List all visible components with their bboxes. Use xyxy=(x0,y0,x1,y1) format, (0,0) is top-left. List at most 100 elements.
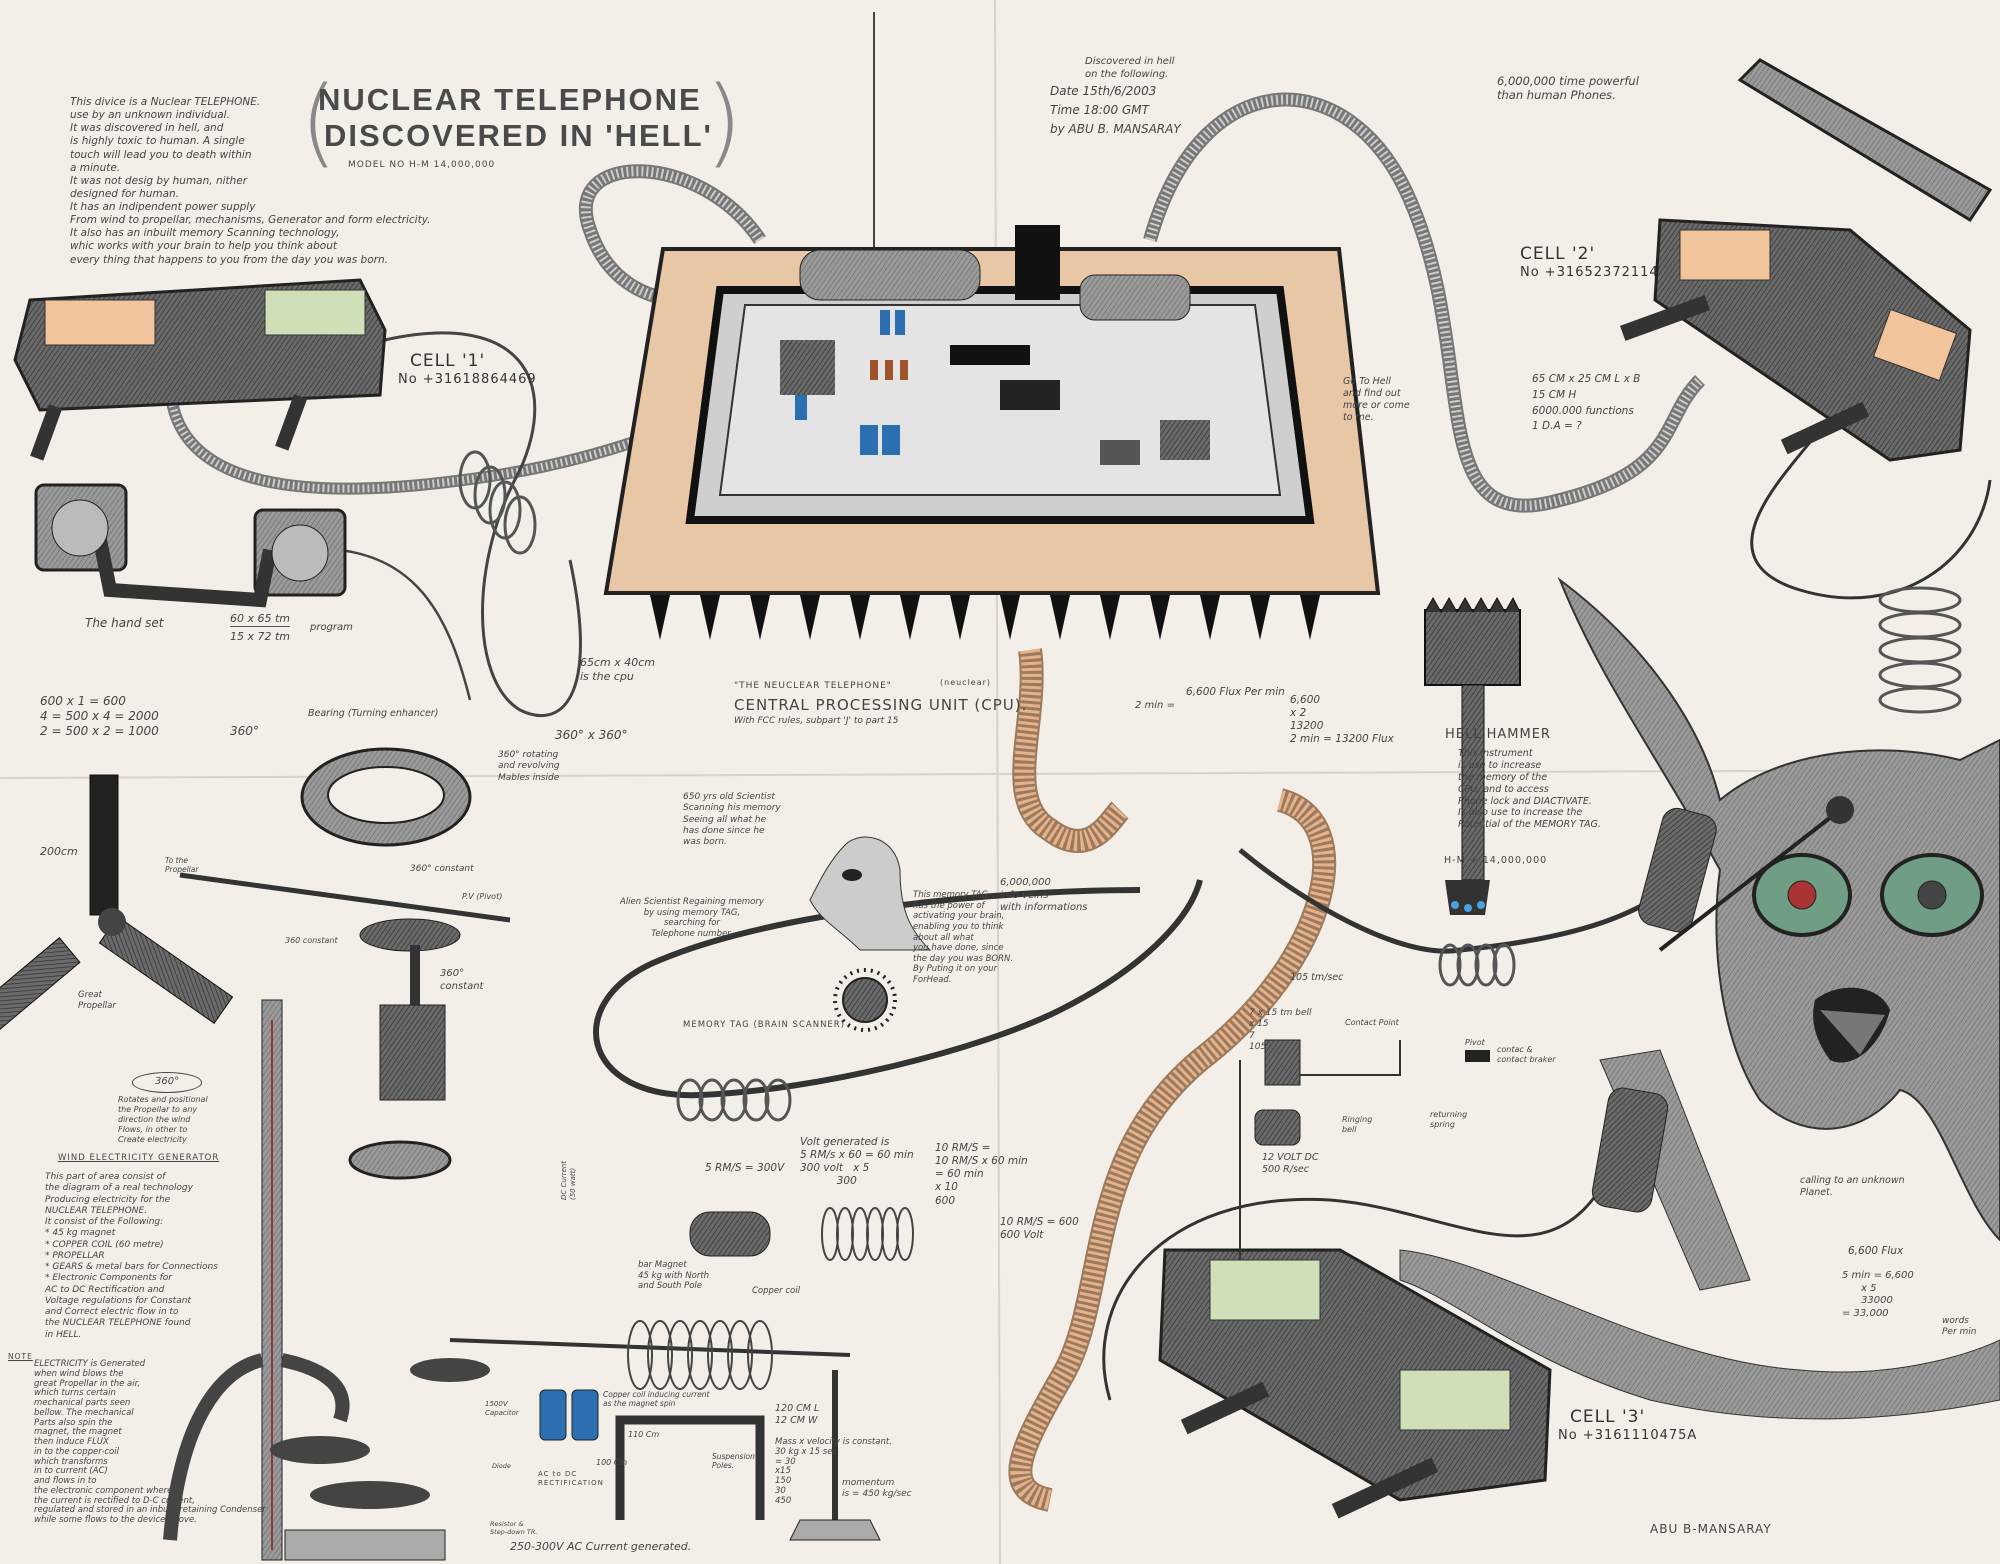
bar-magnet-label: bar Magnet 45 kg with North and South Po… xyxy=(638,1260,710,1292)
scientist-age: 650 yrs old Scientist Scanning his memor… xyxy=(683,792,781,847)
diode-label: Diode xyxy=(492,1462,511,1470)
returning-spring-label: returning spring xyxy=(1430,1110,1468,1129)
title-paren-left: ( xyxy=(300,66,338,178)
to-propellar-label: To the Propellar xyxy=(165,856,199,875)
volts-ten-result: 10 RM/S = 600 600 Volt xyxy=(1000,1216,1079,1242)
alien-figure xyxy=(1399,577,2000,1420)
title-line-1: NUCLEAR TELEPHONE xyxy=(318,82,702,117)
oval-angle: 360° xyxy=(132,1072,203,1093)
cell-1-phone xyxy=(13,278,387,461)
discovery-time: Time 18:00 GMT xyxy=(1050,103,1149,117)
handset xyxy=(34,483,347,608)
momentum-calc: Mass x velocity is constant. 30 kg x 15 … xyxy=(775,1437,892,1506)
bell-rate: 105 tm/sec xyxy=(1290,972,1344,983)
memory-tag xyxy=(833,968,897,1032)
bell-calc: 7 x 15 tm bell x 15 7 105 xyxy=(1249,1008,1312,1052)
constant-label-1: 360° constant xyxy=(410,864,474,874)
program-top: 60 x 65 tm xyxy=(230,612,291,627)
cell-1-name: CELL '1' xyxy=(410,351,486,371)
bearing-angle-2: 360° x 360° xyxy=(555,728,628,742)
bearing-label: Bearing (Turning enhancer) xyxy=(308,708,439,719)
constant-label-3: 360 constant xyxy=(285,936,338,945)
volts-ten: 10 RM/S = 10 RM/S x 60 min = 60 min x 10… xyxy=(935,1142,1028,1207)
words-calc: 5 min = 6,600 x 5 33000 = 33,000 xyxy=(1842,1270,1914,1319)
power-note: 6,000,000 time powerful than human Phone… xyxy=(1497,74,1639,103)
scientist-head xyxy=(809,836,932,951)
ac-current-label: 250-300V AC Current generated. xyxy=(510,1540,692,1553)
cell-3-phone xyxy=(1158,1248,1552,1519)
wind-generator xyxy=(0,747,851,1561)
volts-five: 5 RM/S = 300V xyxy=(705,1162,785,1174)
suspension-poles: Suspension Poles. xyxy=(712,1452,755,1471)
pivot-label: P.V (Pivot) xyxy=(462,892,503,901)
cpu-rules: With FCC rules, subpart 'J' to part 15 xyxy=(734,716,899,726)
cell-3-number: No +3161110475A xyxy=(1558,1428,1698,1444)
motor-label: 12 VOLT DC 500 R/sec xyxy=(1262,1152,1319,1175)
flux-two-min: 2 min = xyxy=(1135,700,1175,711)
go-to-hell-note: Go To Hell and find out more or come to … xyxy=(1343,376,1410,423)
contact-point-label: Contact Point xyxy=(1345,1018,1399,1027)
memory-tag-desc: This memory TAG has the power of activat… xyxy=(913,890,1014,985)
copper-coil-label: Copper coil xyxy=(752,1286,800,1296)
bell-pivot-label: Pivot xyxy=(1465,1038,1485,1047)
title-paren-right: ) xyxy=(705,66,743,178)
ringing-bell-label: Ringing bell xyxy=(1342,1115,1373,1134)
words-flux: 6,600 Flux xyxy=(1848,1245,1904,1257)
momentum-result: momentum is = 450 kg/sec xyxy=(842,1478,912,1500)
volts-generated: Volt generated is 5 RM/s x 60 = 60 min 3… xyxy=(800,1136,914,1188)
program-bottom: 15 x 72 tm xyxy=(230,630,291,643)
discovery-date: Date 15th/6/2003 xyxy=(1050,84,1157,98)
discovery-heading: Discovered in hell on the following. xyxy=(1085,56,1175,80)
frame-height: 100 Cm xyxy=(596,1458,628,1467)
calc-left: 600 x 1 = 600 4 = 500 x 4 = 2000 2 = 500… xyxy=(40,694,159,738)
cell-3-name: CELL '3' xyxy=(1570,1407,1646,1427)
capacitor-label: 1500V Capacitor xyxy=(485,1400,519,1417)
cell-2-phone xyxy=(1619,58,1993,462)
alien-scientist-note: Alien Scientist Regaining memory by usin… xyxy=(620,897,764,939)
program-word: program xyxy=(310,622,353,633)
contact-breaker-label: contac & contact braker xyxy=(1497,1045,1556,1064)
cpu-note: (neuclear) xyxy=(940,678,992,687)
great-propellar-label: Great Propellar xyxy=(78,990,116,1011)
blade-length: 200cm xyxy=(40,845,78,858)
resistor-label: Resistor & Step-down TR. xyxy=(490,1520,538,1537)
frame-width: 110 Cm xyxy=(628,1430,660,1439)
artist-signature: ABU B-MANSARAY xyxy=(1650,1522,1772,1536)
bearing-rotating: 360° rotating and revolving Mables insid… xyxy=(498,750,560,783)
hell-hammer-title: HELL HAMMER xyxy=(1445,727,1551,742)
discovery-by: by ABU B. MANSARAY xyxy=(1050,122,1181,136)
cell-2-label: CELL '2' No +31652372114 xyxy=(1520,243,1659,282)
wind-note: ELECTRICITY is Generated when wind blows… xyxy=(34,1359,266,1526)
dc-current-note: DC Current (50 watt) xyxy=(560,1160,577,1200)
coil-springs xyxy=(458,450,1962,1122)
title-line-2: DISCOVERED IN 'HELL' xyxy=(324,117,713,153)
cell-3-label: CELL '3' No +3161110475A xyxy=(1558,1406,1697,1445)
rotates-note: Rotates and positional the Propellar to … xyxy=(118,1095,208,1144)
rectification-label: AC to DC RECTIFICATION xyxy=(538,1470,604,1487)
flux-rate: 6,600 Flux Per min xyxy=(1186,686,1285,698)
cpu-size: 65cm x 40cm is the cpu xyxy=(580,656,656,683)
cell-1-number: No +31618864469 xyxy=(398,372,537,388)
words-unit: words Per min xyxy=(1942,1316,1977,1338)
hell-hammer-desc: This instrument is use to increase the m… xyxy=(1458,748,1601,831)
hell-hammer xyxy=(1424,596,1521,915)
info-veins: 6,000,000 info veins with informations xyxy=(1000,877,1088,913)
wind-generator-desc: This part of area consist of the diagram… xyxy=(45,1172,218,1340)
cell-2-number: No +31652372114 xyxy=(1520,265,1659,281)
note-label: NOTE xyxy=(8,1352,33,1361)
wind-generator-heading: WIND ELECTRICITY GENERATOR xyxy=(58,1153,220,1163)
cpu-name: CENTRAL PROCESSING UNIT (CPU). xyxy=(734,696,1028,714)
cell-2-name: CELL '2' xyxy=(1520,244,1596,264)
flux-calc: 6,600 x 2 13200 2 min = 13200 Flux xyxy=(1290,694,1394,746)
coil-inducing-label: Copper coil inducing current as the magn… xyxy=(603,1390,710,1409)
intro-text: This divice is a Nuclear TELEPHONE. use … xyxy=(70,96,431,266)
cell-1-label: CELL '1' No +31618864469 xyxy=(398,350,537,389)
bearing-angle: 360° xyxy=(230,724,259,738)
cpu-quote: "THE NEUCLEAR TELEPHONE" xyxy=(734,681,892,691)
page-title: NUCLEAR TELEPHONE DISCOVERED IN 'HELL' xyxy=(318,82,713,153)
rod-dimensions: 120 CM L 12 CM W xyxy=(775,1403,820,1426)
memory-tag-label: MEMORY TAG (BRAIN SCANNER) xyxy=(683,1020,846,1030)
constant-label-2: 360° constant xyxy=(440,968,484,992)
calling-note: calling to an unknown Planet. xyxy=(1800,1175,1905,1198)
